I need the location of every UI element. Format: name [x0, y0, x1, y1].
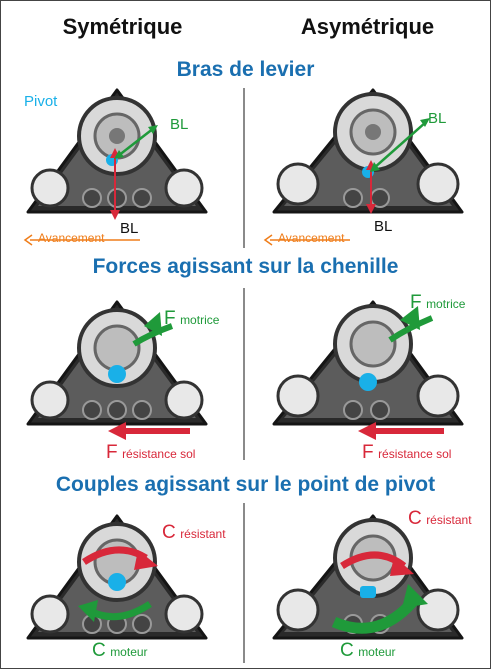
divider-1 [243, 88, 245, 248]
force-resistance-label-right: F résistance sol [362, 442, 452, 463]
section-title-lever-arm: Bras de levier [176, 58, 315, 81]
divider-3 [243, 503, 245, 663]
couple-resistant-label-left: C résistant [162, 522, 226, 543]
column-title-symmetric: Symétrique [62, 14, 183, 39]
bl-label-green-left: BL [170, 116, 189, 133]
track-unit-symmetric-3 [26, 514, 208, 640]
section-title-forces: Forces agissant sur la chenille [92, 255, 399, 278]
track-unit-symmetric-2 [26, 300, 208, 440]
track-unit-asymmetric-1 [272, 88, 464, 214]
bl-label-black-right: BL [374, 218, 393, 235]
force-motrice-label-left: F motrice [164, 308, 220, 329]
section-title-torques: Couples agissant sur le point de pivot [55, 473, 436, 496]
advance-arrow-left [23, 234, 140, 246]
couple-resistant-label-right: C résistant [408, 508, 472, 529]
divider-2 [243, 288, 245, 460]
track-unit-symmetric-1 [26, 88, 208, 220]
track-unit-asymmetric-2 [272, 300, 464, 440]
pivot-label: Pivot [24, 93, 58, 110]
bl-label-black-left: BL [120, 220, 139, 237]
track-unit-asymmetric-3 [272, 514, 464, 640]
force-resistance-label-left: F résistance sol [106, 442, 196, 463]
column-title-asymmetric: Asymétrique [300, 14, 435, 39]
force-motrice-label-right: F motrice [410, 292, 466, 313]
advance-label-right: Avancement [278, 231, 345, 245]
advance-label-left: Avancement [38, 231, 105, 245]
bl-label-green-right: BL [428, 110, 447, 127]
advance-arrow-right [263, 234, 350, 246]
couple-moteur-label-right: C moteur [340, 640, 396, 661]
couple-moteur-label-left: C moteur [92, 640, 148, 661]
